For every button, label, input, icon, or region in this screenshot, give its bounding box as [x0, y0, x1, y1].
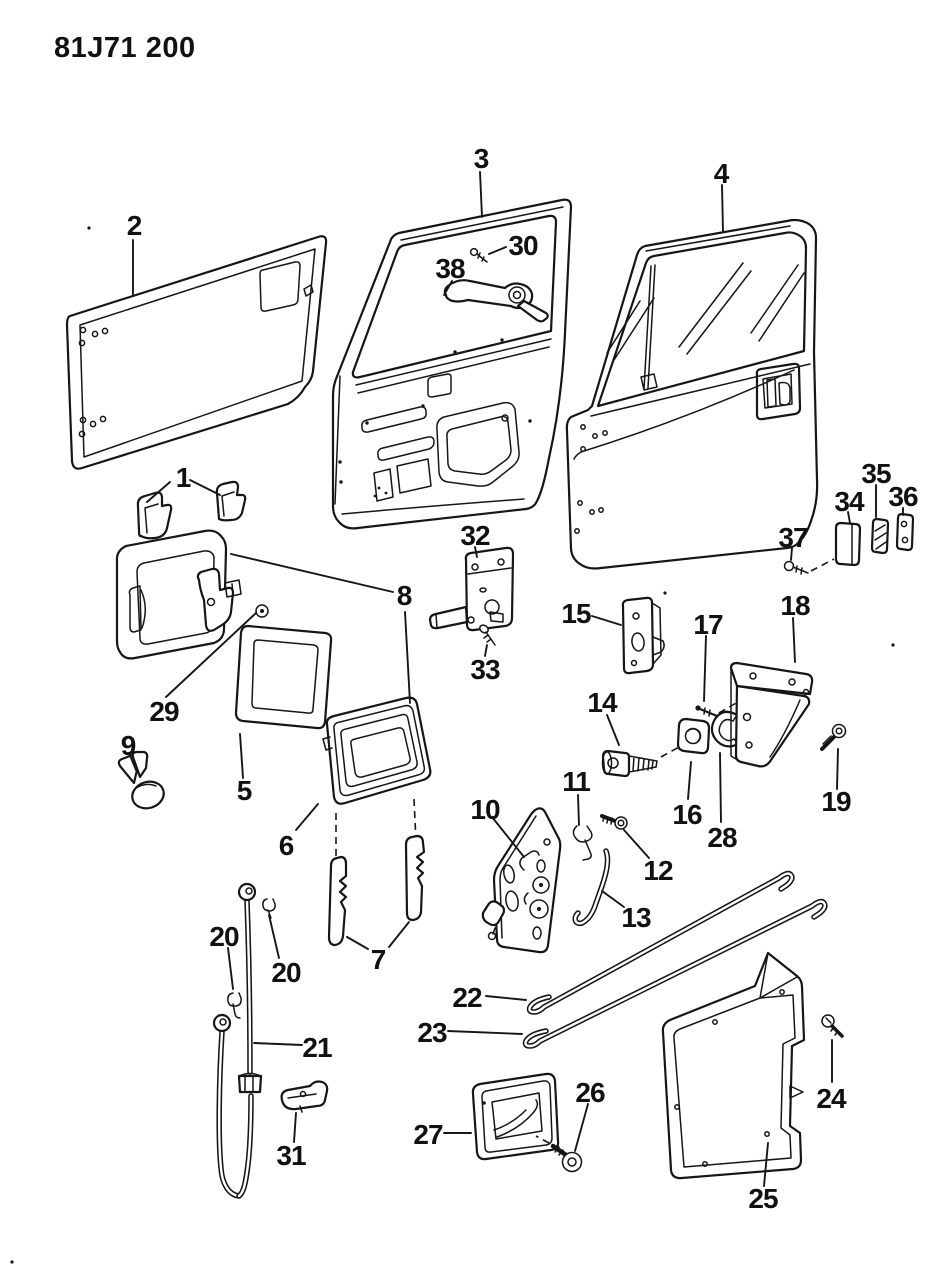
specks: [10, 226, 895, 1264]
filler-strips-drawing: [327, 798, 426, 947]
callout-19: 19: [821, 786, 851, 817]
callout-labels: 1 2 3 4 5 6 7 8 9 10 11 12 13 14 15 16 1…: [121, 143, 919, 1214]
callout-11: 11: [562, 766, 590, 797]
door-with-glass-drawing: [565, 218, 819, 570]
callout-1: 1: [176, 462, 191, 493]
door-handle-recess-drawing: [755, 362, 802, 421]
callout-18: 18: [780, 590, 810, 621]
screw-33-icon: [479, 624, 496, 646]
screw-37-icon: [783, 560, 795, 572]
callout-2: 2: [127, 210, 142, 241]
nut-16-drawing: [676, 717, 711, 755]
callout-28: 28: [707, 822, 737, 853]
leader-lines: [128, 171, 904, 1187]
push-pin-drawing: [117, 750, 165, 810]
callout-29: 29: [149, 696, 179, 727]
lock-rods-drawing: [522, 870, 828, 1049]
callout-23: 23: [417, 1017, 447, 1048]
c-clip-28-drawing: [710, 710, 740, 748]
callout-37: 37: [778, 522, 808, 553]
rod-13-icon: [572, 848, 611, 927]
callout-34: 34: [834, 486, 865, 517]
callout-17: 17: [693, 609, 723, 640]
callout-6: 6: [279, 830, 294, 861]
callout-8: 8: [397, 580, 412, 611]
striker-plate-drawing: [621, 596, 665, 675]
callout-32: 32: [460, 520, 490, 551]
callout-33: 33: [470, 654, 500, 685]
screw-19-drawing: [820, 723, 847, 751]
callout-30: 30: [508, 230, 538, 261]
door-check-hardware-drawing: [783, 512, 915, 575]
callout-13: 13: [621, 902, 651, 933]
striker-bolt-drawing: [601, 746, 680, 778]
screw-24-icon: [821, 1014, 844, 1038]
access-panel-drawing: [661, 951, 844, 1180]
callout-5: 5: [237, 775, 252, 806]
callout-15: 15: [561, 598, 591, 629]
clip-20-lower-icon: [227, 992, 242, 1019]
callout-3: 3: [474, 143, 489, 174]
glass-run-channel-drawing: [212, 882, 276, 1199]
callout-38: 38: [435, 253, 465, 284]
pin-17-drawing: [695, 701, 739, 718]
door-assembly-outline: [565, 218, 819, 570]
page-title: 81J71 200: [54, 32, 196, 64]
latch-32-drawing: [428, 546, 515, 646]
retainer-clips-drawing: [136, 480, 247, 540]
clip-11-icon: [572, 825, 593, 861]
access-panel-outline: [661, 951, 806, 1180]
callout-10: 10: [470, 794, 500, 825]
door-trim-panel-drawing: [65, 235, 328, 470]
window-seal-inner-drawing: [234, 624, 333, 730]
callout-7: 7: [371, 944, 386, 975]
callout-9: 9: [121, 730, 136, 761]
window-crank-handle-drawing: [443, 279, 549, 323]
armrest-housing-drawing: [115, 529, 269, 660]
callout-12: 12: [643, 855, 673, 886]
plate-36-icon: [895, 512, 915, 552]
callout-4: 4: [714, 158, 730, 189]
bumper-34-icon: [834, 521, 862, 567]
callout-16: 16: [672, 799, 702, 830]
callout-20a: 20: [209, 921, 239, 952]
handle-screw-drawing: [469, 247, 488, 263]
check-bracket-drawing: [729, 661, 814, 768]
callout-31: 31: [276, 1140, 306, 1171]
callout-26: 26: [575, 1077, 605, 1108]
window-seal-outer-drawing: [322, 696, 432, 805]
callout-25: 25: [748, 1183, 778, 1214]
callout-22: 22: [452, 982, 482, 1013]
screw-12-icon: [600, 814, 628, 830]
callout-14: 14: [587, 687, 618, 718]
screw-26-icon: [535, 1135, 583, 1173]
clip-20-upper-icon: [262, 898, 276, 919]
clamp-31-drawing: [280, 1080, 329, 1113]
callout-20b: 20: [271, 957, 301, 988]
callout-27: 27: [413, 1119, 443, 1150]
trim-panel-outline: [65, 235, 328, 470]
inner-door-panel-drawing: [331, 198, 573, 530]
inner-handle-bezel-drawing: [471, 1072, 583, 1173]
callout-21: 21: [302, 1032, 332, 1063]
callout-36: 36: [888, 481, 918, 512]
door-latch-assembly-drawing: [481, 807, 628, 954]
callout-24: 24: [816, 1083, 847, 1114]
callout-35: 35: [861, 458, 891, 489]
